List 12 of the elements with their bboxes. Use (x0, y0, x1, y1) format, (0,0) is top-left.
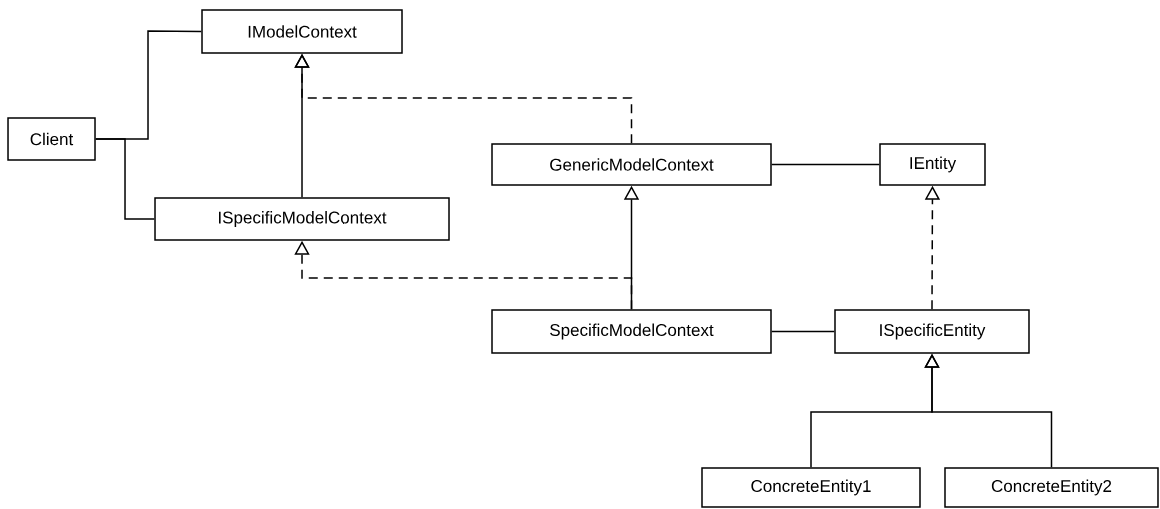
class-box: ISpecificModelContext (154, 197, 450, 241)
connector-line (95, 138, 155, 220)
class-box: ConcreteEntity2 (944, 467, 1159, 508)
class-box: IEntity (879, 143, 986, 186)
class-box: IModelContext (201, 9, 403, 54)
class-box: ConcreteEntity1 (701, 467, 921, 508)
class-box: ISpecificEntity (834, 309, 1030, 354)
connector-line (771, 330, 835, 333)
class-box: SpecificModelContext (491, 309, 772, 354)
connector-line (771, 163, 880, 166)
class-box: Client (7, 117, 96, 161)
class-box: GenericModelContext (491, 143, 772, 186)
